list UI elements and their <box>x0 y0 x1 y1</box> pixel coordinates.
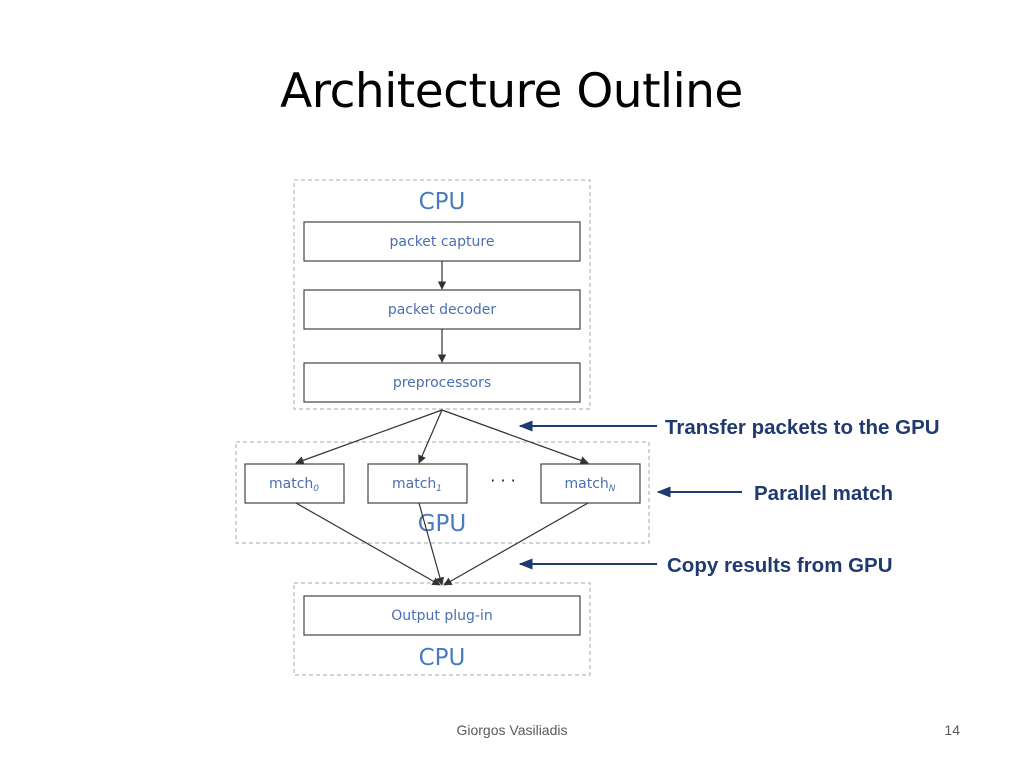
cpu-top-label: CPU <box>419 189 466 215</box>
cpu-bottom-label: CPU <box>419 645 466 671</box>
output-plugin-label: Output plug-in <box>391 608 492 624</box>
match-0-box <box>244 463 345 504</box>
match-n-label: matchN <box>564 476 615 494</box>
gpu-label: GPU <box>418 511 467 537</box>
footer-author: Giorgos Vasiliadis <box>456 722 568 738</box>
cpu-top-group <box>293 179 591 410</box>
arrow-to-match-0 <box>295 409 443 465</box>
copy-annotation: Copy results from GPU <box>667 554 893 577</box>
matchers-ellipsis: · · · <box>490 471 515 490</box>
arrow-from-match-1 <box>418 502 445 586</box>
packet-capture-label: packet capture <box>390 234 495 250</box>
arrow-from-match-n <box>443 502 589 586</box>
packet-decoder-box <box>303 289 581 330</box>
parallel-annotation: Parallel match <box>754 482 893 505</box>
match-0-label: match0 <box>269 476 319 494</box>
arrow-from-match-0 <box>295 502 441 586</box>
transfer-annotation: Transfer packets to the GPU <box>665 416 940 439</box>
match-1-box <box>367 463 468 504</box>
page-number: 14 <box>944 722 960 738</box>
match-n-box <box>540 463 641 504</box>
arrow-to-match-n <box>441 409 589 465</box>
preprocessors-label: preprocessors <box>393 375 491 391</box>
arrow-to-match-1 <box>418 409 443 464</box>
gpu-group <box>235 441 650 544</box>
packet-decoder-label: packet decoder <box>388 302 497 318</box>
slide-title: Architecture Outline <box>280 64 743 119</box>
output-plugin-box <box>303 595 581 636</box>
match-1-label: match1 <box>392 476 442 494</box>
preprocessors-box <box>303 362 581 403</box>
